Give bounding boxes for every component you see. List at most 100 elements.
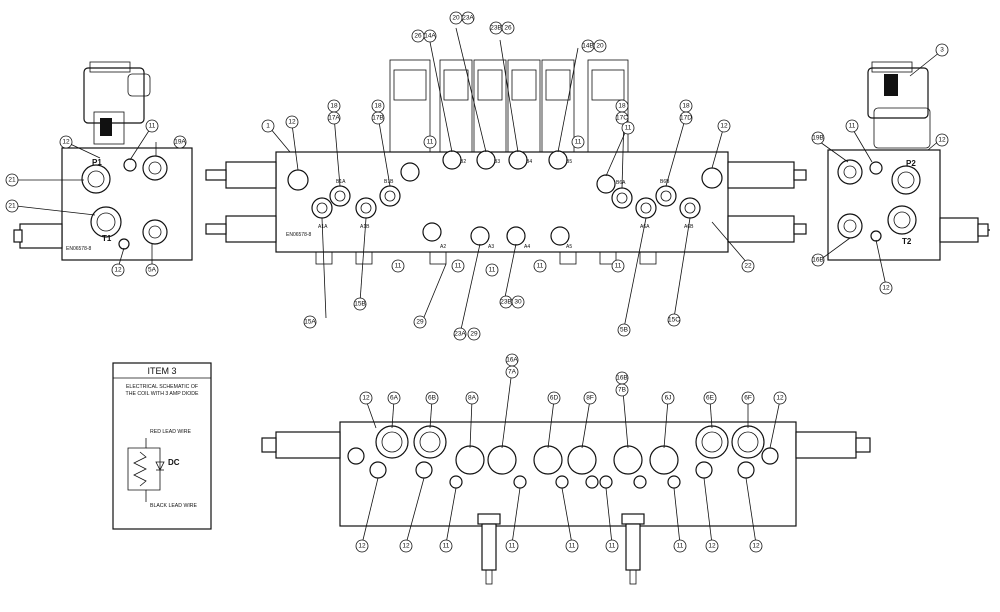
svg-text:6B: 6B xyxy=(428,395,436,402)
svg-text:1: 1 xyxy=(266,123,270,130)
callout-26: 26 xyxy=(411,29,425,43)
svg-text:11: 11 xyxy=(615,263,622,270)
svg-text:11: 11 xyxy=(455,263,462,270)
callout-11: 11 xyxy=(571,135,585,149)
svg-text:23A: 23A xyxy=(454,331,466,338)
callout-16b: 16B xyxy=(811,253,825,267)
svg-text:16B: 16B xyxy=(812,257,824,264)
callout-15b: 15B xyxy=(353,297,367,311)
right-end-view: P2 T2 xyxy=(827,61,990,261)
svg-text:18: 18 xyxy=(682,103,690,110)
port-label-p2: P2 xyxy=(906,159,916,168)
svg-text:15A: 15A xyxy=(304,319,316,326)
svg-text:8F: 8F xyxy=(586,395,594,402)
port-label-b1a: B1A xyxy=(336,179,346,185)
svg-text:6A: 6A xyxy=(390,395,399,402)
callout-30: 30 xyxy=(511,295,525,309)
callout-6e: 6E xyxy=(703,391,717,405)
callout-23b: 23B xyxy=(489,21,503,35)
part-number-main: EN06578-8 xyxy=(286,232,312,238)
svg-text:12: 12 xyxy=(720,123,728,130)
svg-text:15C: 15C xyxy=(668,317,680,324)
left-end-view: P1 T1 EN06578-8 xyxy=(13,61,193,261)
svg-text:5B: 5B xyxy=(620,327,628,334)
callout-11: 11 xyxy=(845,119,859,133)
callout-7b: 7B xyxy=(615,383,629,397)
callout-1: 1 xyxy=(261,119,275,133)
callout-29: 29 xyxy=(413,315,427,329)
svg-text:7B: 7B xyxy=(618,387,626,394)
svg-text:30: 30 xyxy=(514,299,522,306)
port-label-t1: T1 xyxy=(102,234,112,243)
port-label-b2: B2 xyxy=(460,159,466,165)
svg-text:12: 12 xyxy=(938,137,946,144)
svg-text:18: 18 xyxy=(330,103,338,110)
svg-text:11: 11 xyxy=(489,267,496,274)
item-box-line1: ELECTRICAL SCHEMATIC OF xyxy=(126,384,198,390)
callout-18: 18 xyxy=(327,99,341,113)
svg-text:26: 26 xyxy=(414,33,422,40)
callout-12: 12 xyxy=(773,391,787,405)
svg-text:17A: 17A xyxy=(328,115,340,122)
svg-text:23A: 23A xyxy=(462,15,474,22)
svg-text:23B: 23B xyxy=(490,25,502,32)
callout-18: 18 xyxy=(615,99,629,113)
callout-12: 12 xyxy=(111,263,125,277)
svg-text:12: 12 xyxy=(362,395,370,402)
callout-11: 11 xyxy=(485,263,499,277)
svg-text:17D: 17D xyxy=(680,115,692,122)
port-label-b4: B4 xyxy=(526,159,532,165)
item-3-schematic-box: ITEM 3 ELECTRICAL SCHEMATIC OF THE COIL … xyxy=(112,362,212,530)
callout-18: 18 xyxy=(371,99,385,113)
callout-11: 11 xyxy=(533,259,547,273)
item-box-line2: THE COIL WITH 3 AMP DIODE xyxy=(126,391,199,397)
port-label-a4: A4 xyxy=(524,244,530,250)
svg-text:15B: 15B xyxy=(354,301,366,308)
callout-12: 12 xyxy=(59,135,73,149)
svg-text:11: 11 xyxy=(509,543,516,550)
bottom-manifold-view xyxy=(261,421,871,585)
callout-17b: 17B xyxy=(371,111,385,125)
callout-12: 12 xyxy=(399,539,413,553)
callout-6d: 6D xyxy=(547,391,561,405)
callout-19a: 19A xyxy=(173,135,186,149)
callout-14b: 14B xyxy=(581,39,595,53)
part-number-left: EN06578-8 xyxy=(66,246,92,252)
callout-26: 26 xyxy=(501,21,515,35)
svg-text:20: 20 xyxy=(596,43,604,50)
callout-6a: 6A xyxy=(387,391,401,405)
callout-29b: 29 xyxy=(467,327,481,341)
callout-17c: 17C xyxy=(615,111,629,125)
svg-text:6F: 6F xyxy=(744,395,752,402)
callout-23a: 23A xyxy=(461,11,474,25)
svg-text:6J: 6J xyxy=(665,395,672,402)
svg-text:29: 29 xyxy=(416,319,424,326)
svg-text:21: 21 xyxy=(8,203,16,210)
port-label-a3: A3 xyxy=(488,244,494,250)
red-lead-label: RED LEAD WIRE xyxy=(150,429,191,435)
callout-3: 3 xyxy=(935,43,949,57)
callout-12: 12 xyxy=(705,539,719,553)
svg-text:12: 12 xyxy=(752,543,760,550)
svg-text:3: 3 xyxy=(940,47,944,54)
callout-11: 11 xyxy=(451,259,465,273)
svg-text:14A: 14A xyxy=(424,33,436,40)
svg-text:11: 11 xyxy=(677,543,684,550)
main-manifold-view: B1A B1B A1A A1B B2 B3 B4 B5 A2 A3 A4 A5 … xyxy=(205,59,807,265)
callout-22b: 23B xyxy=(499,295,513,309)
svg-text:26: 26 xyxy=(504,25,512,32)
svg-text:18: 18 xyxy=(618,103,626,110)
svg-text:23B: 23B xyxy=(500,299,512,306)
callout-19b: 19B xyxy=(811,131,825,145)
svg-text:12: 12 xyxy=(62,139,70,146)
svg-text:19B: 19B xyxy=(812,135,824,142)
svg-text:29: 29 xyxy=(470,331,478,338)
port-label-p1: P1 xyxy=(92,158,102,167)
svg-text:14B: 14B xyxy=(582,43,594,50)
svg-text:17B: 17B xyxy=(372,115,384,122)
callout-11: 11 xyxy=(565,539,579,553)
item-box-title: ITEM 3 xyxy=(147,366,176,376)
svg-text:12: 12 xyxy=(114,267,122,274)
callout-6j: 6J xyxy=(661,391,675,405)
